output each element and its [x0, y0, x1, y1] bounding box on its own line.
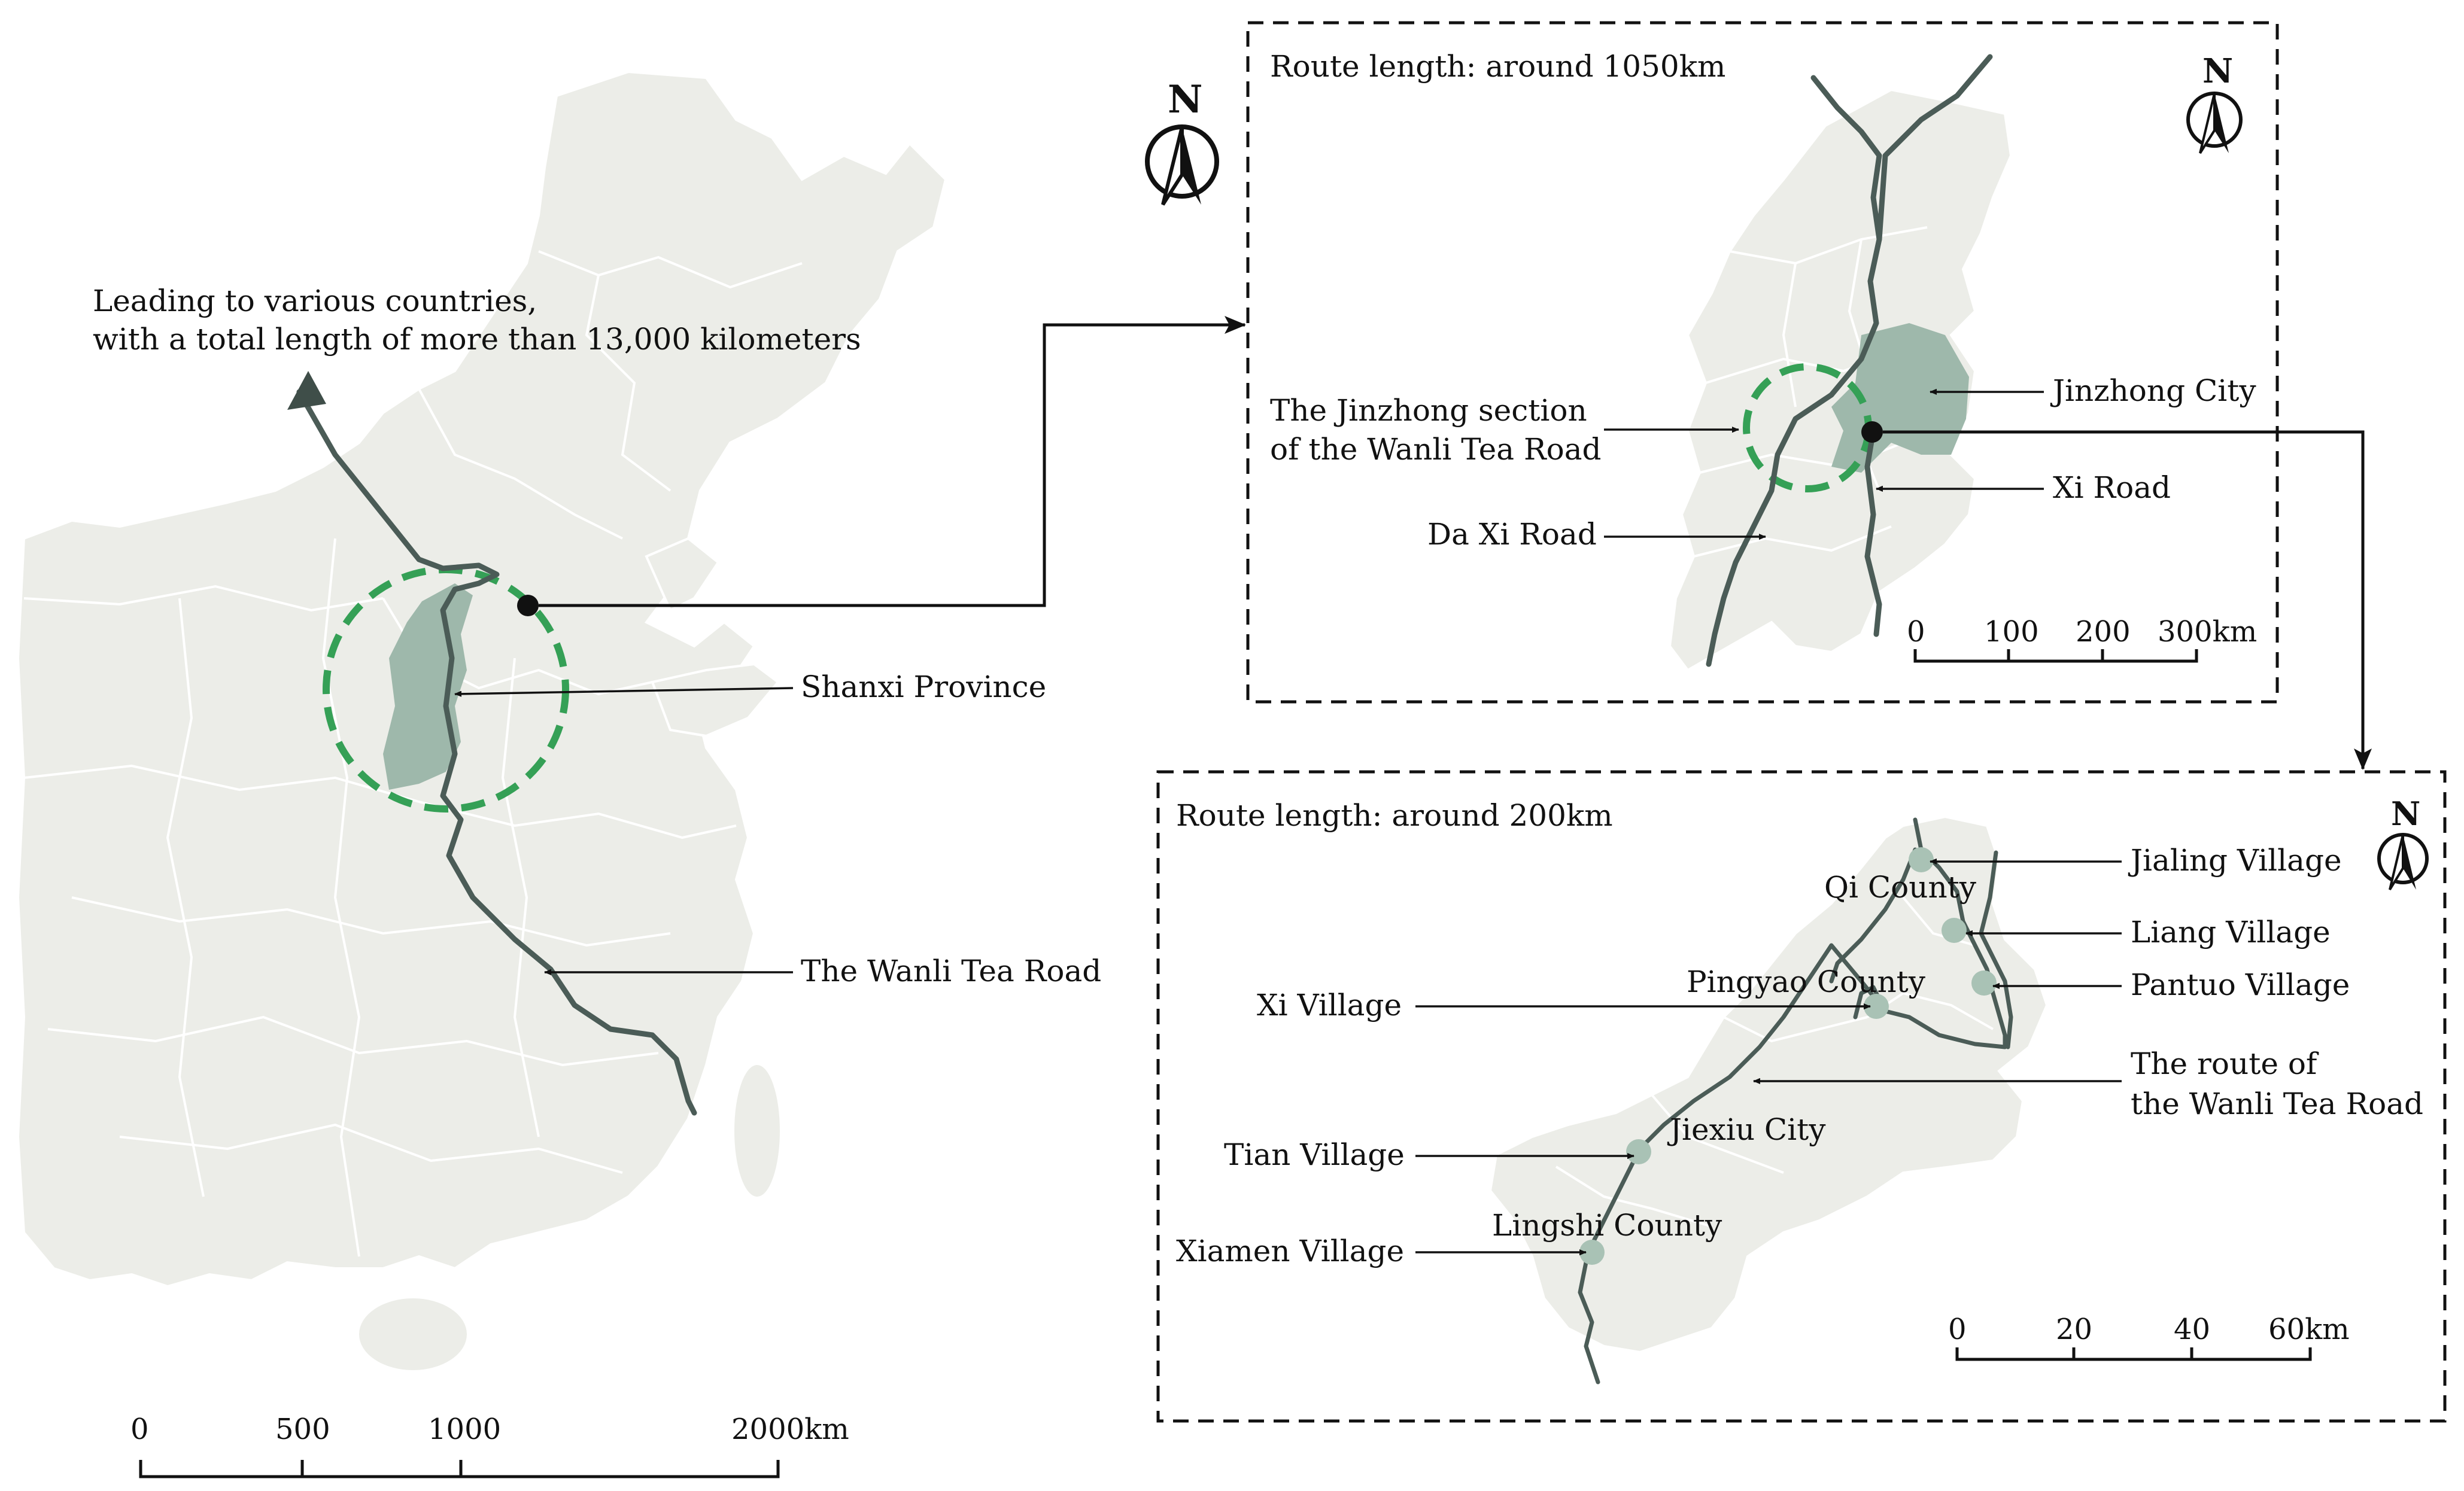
village-dot-jialing — [1909, 847, 1934, 872]
shanxi-leader — [455, 687, 794, 694]
scale-top-300: 300km — [2158, 615, 2257, 649]
china-landmass — [16, 70, 947, 1288]
scale-main-2000: 2000km — [731, 1413, 849, 1446]
route-label-line2: the Wanli Tea Road — [2131, 1087, 2423, 1121]
scale-main-0: 0 — [130, 1413, 149, 1446]
scale-main-500: 500 — [275, 1413, 330, 1446]
village-dot-xiamen — [1579, 1240, 1605, 1265]
connector-top-to-bottom-inset — [1883, 430, 2372, 770]
jiexiu-city-label: Jiexiu City — [1667, 1112, 1826, 1147]
liang-village-label: Liang Village — [2131, 915, 2331, 950]
leading-label-line1: Leading to various countries, — [93, 284, 537, 318]
inset-top-frame — [1246, 21, 2279, 704]
village-dot-liang — [1942, 918, 1967, 943]
scale-bottom-60: 60km — [2268, 1313, 2350, 1346]
da-xi-road-label: Da Xi Road — [1427, 517, 1597, 552]
scale-bar-main: 0 500 1000 2000km — [130, 1413, 849, 1478]
north-arrow-bottom-inset: N — [2377, 795, 2429, 891]
route-label-line1: The route of — [2131, 1046, 2319, 1081]
scale-bar-bottom: 0 20 40 60km — [1948, 1313, 2350, 1361]
scale-bottom-0: 0 — [1948, 1313, 1967, 1346]
north-label-bottom: N — [2391, 795, 2420, 833]
hainan-island — [359, 1298, 467, 1370]
village-dot-xi — [1864, 994, 1889, 1019]
qi-county-label: Qi County — [1824, 870, 1977, 905]
north-arrow-top-inset: N — [2186, 51, 2243, 154]
main-connector-dot — [517, 595, 539, 616]
xi-road-route — [1876, 54, 1993, 242]
xi-road-branch — [1864, 428, 1882, 637]
shandong-peninsula — [651, 662, 780, 738]
bottom-route-branch — [1979, 850, 2013, 1049]
scale-bottom-20: 20 — [2056, 1313, 2092, 1346]
scale-top-0: 0 — [1907, 615, 1925, 649]
scale-bottom-40: 40 — [2174, 1313, 2210, 1346]
jinzhong-section-label-line1: The Jinzhong section — [1270, 393, 1587, 428]
xi-village-label: Xi Village — [1257, 988, 1402, 1023]
da-xi-road-route — [1706, 75, 1882, 667]
main-map: Leading to various countries, with a tot… — [16, 70, 1219, 1478]
jinzhong-inset-shape — [1488, 815, 2049, 1354]
village-dot-tian — [1626, 1139, 1651, 1164]
wanli-tea-road-label: The Wanli Tea Road — [801, 954, 1101, 988]
connector-main-to-top-inset — [539, 316, 1246, 607]
north-label-top: N — [2202, 51, 2233, 91]
north-label-main: N — [1168, 77, 1203, 122]
scale-main-1000: 1000 — [428, 1413, 501, 1446]
scale-top-100: 100 — [1984, 615, 2039, 649]
pantuo-village-label: Pantuo Village — [2131, 967, 2350, 1002]
shanxi-province-label: Shanxi Province — [801, 670, 1046, 704]
lingshi-county-label: Lingshi County — [1492, 1208, 1722, 1243]
inset-bottom-frame — [1156, 770, 2447, 1423]
north-arrow-main: N — [1145, 77, 1219, 206]
pingyao-county-label: Pingyao County — [1687, 964, 1926, 999]
xi-road-label: Xi Road — [2053, 470, 2171, 505]
inset-top-route-length: Route length: around 1050km — [1270, 49, 1725, 84]
inset-bottom: Route length: around 200km Qi County — [1156, 770, 2447, 1423]
scale-top-200: 200 — [2076, 615, 2131, 649]
wanli-tea-road-route — [296, 389, 697, 1116]
xiamen-village-label: Xiamen Village — [1176, 1234, 1404, 1268]
bottom-route-link — [1829, 847, 1918, 984]
taiwan-island — [734, 1065, 780, 1197]
liaodong-peninsula — [645, 537, 720, 612]
scale-bar-top: 0 100 200 300km — [1907, 615, 2257, 663]
inset-top-connector-dot — [1861, 421, 1883, 443]
tian-village-label: Tian Village — [1224, 1137, 1405, 1172]
leading-label-line2: with a total length of more than 13,000 … — [93, 322, 861, 357]
province-borders — [23, 250, 803, 1257]
jialing-village-label: Jialing Village — [2128, 843, 2342, 878]
inset-bottom-route-length: Route length: around 200km — [1176, 798, 1613, 833]
jinzhong-city-label: Jinzhong City — [2050, 373, 2256, 408]
leading-arrow-head — [287, 371, 326, 410]
village-dot-pantuo — [1971, 970, 1997, 996]
inset-top: Route length: around 1050km The Jinzhong… — [1246, 21, 2279, 704]
jinzhong-section-label-line2: of the Wanli Tea Road — [1270, 432, 1602, 467]
